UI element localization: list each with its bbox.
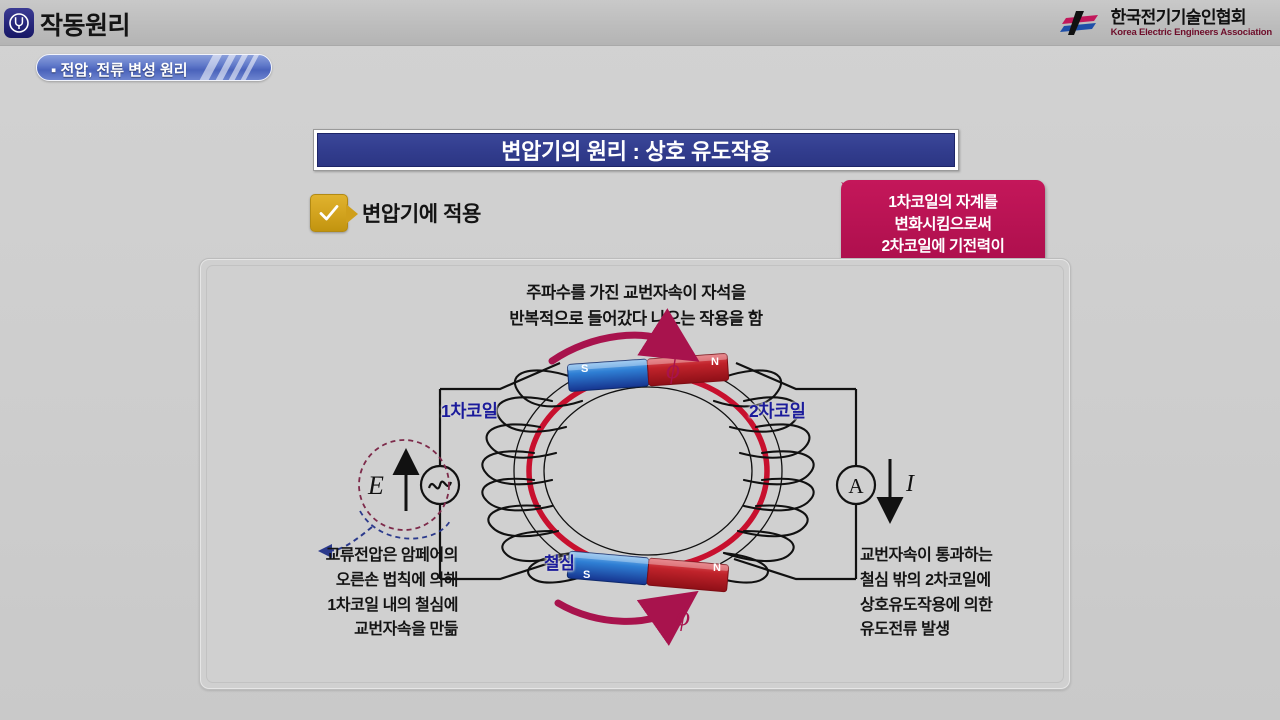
magnet-bottom-north-label: N	[713, 562, 721, 574]
caption-line: 철심 밖의 2차코일에	[860, 571, 991, 589]
label-flux-bottom: ϕ	[676, 601, 690, 631]
breadcrumb-label: ▪ 전압, 전류 변성 원리	[51, 62, 188, 79]
toroid-core-rings	[513, 360, 783, 582]
diagram-panel-inner-border	[206, 265, 1064, 683]
breadcrumb-pill: ▪ 전압, 전류 변성 원리	[36, 54, 272, 81]
kea-logo-icon	[1059, 11, 1098, 35]
callout-line: 2차코일에 기전력이	[881, 238, 1005, 255]
organization-logo: 한국전기기술인협회 Korea Electric Engineers Assoc…	[1059, 6, 1273, 40]
diagram-top-caption: 주파수를 가진 교번자속이 자석을 반복적으로 들어갔다 나오는 작용을 함	[200, 281, 1072, 332]
page-title: 작동원리	[40, 12, 131, 40]
section-title-text: 변압기의 원리 : 상호 유도작용	[501, 139, 771, 164]
caption-line: 교번자속을 만듦	[354, 621, 458, 639]
caption-line: 교번자속이 통과하는	[860, 547, 993, 564]
label-emf: E	[368, 471, 384, 500]
transformer-schematic: A	[318, 308, 904, 646]
label-current: I	[906, 471, 914, 497]
caption-right: 교번자속이 통과하는 철심 밖의 2차코일에 상호유도작용에 의한 유도전류 발…	[860, 544, 1060, 643]
caption-line: 상호유도작용에 의한	[860, 596, 993, 614]
bullet-label: 변압기에 적용	[362, 203, 481, 226]
left-caption-pointer	[318, 526, 373, 558]
section-title-bar: 변압기의 원리 : 상호 유도작용	[317, 133, 955, 167]
check-icon	[310, 194, 358, 232]
flux-ring	[526, 371, 770, 571]
caption-line: 반복적으로 들어갔다 나오는 작용을 함	[509, 309, 763, 328]
magnet-bottom-south-label: S	[583, 569, 591, 581]
plug-outlet-icon	[4, 8, 34, 38]
primary-coil-windings	[481, 369, 596, 584]
plug-outlet-glyph	[9, 13, 29, 33]
label-flux-top: ϕ	[666, 354, 680, 384]
section-title-frame: 변압기의 원리 : 상호 유도작용	[313, 129, 959, 171]
caption-line: 주파수를 가진 교번자속이 자석을	[526, 284, 746, 302]
caption-line: 유도전류 발생	[860, 621, 950, 639]
magnet-bottom	[566, 550, 730, 593]
ammeter-letter: A	[848, 474, 864, 498]
ammeter-icon: A	[835, 464, 877, 506]
flux-arrow-top	[548, 308, 700, 365]
label-primary-coil: 1차코일	[441, 401, 498, 421]
flux-arrow-bottom	[554, 590, 699, 646]
logo-korean-name: 한국전기기술인협회	[1110, 7, 1247, 27]
slide-header: 작동원리 ▪ 전압, 전류 변성 원리 한국전기기술인협회 Korea Elec…	[0, 0, 1280, 81]
magnet-top-south-label: S	[581, 363, 589, 375]
caption-line: 1차코일 내의 철심에	[327, 596, 458, 614]
ac-source-icon	[419, 464, 461, 506]
callout-line: 1차코일의 자계를	[888, 194, 998, 211]
check-glyph	[319, 205, 339, 221]
label-iron-core: 철심	[544, 554, 575, 573]
bullet-row: 변압기에 적용	[310, 194, 481, 232]
label-secondary-coil: 2차코일	[749, 401, 806, 421]
caption-left: 교류전압은 암페어의 오른손 법칙에 의해 1차코일 내의 철심에 교번자속을 …	[256, 544, 459, 643]
flux-loop-dashed	[358, 439, 451, 540]
caption-line: 교류전압은 암페어의	[325, 547, 459, 564]
caption-line: 오른손 법칙에 의해	[335, 571, 459, 589]
logo-english-name: Korea Electric Engineers Association	[1110, 26, 1273, 38]
diagram-panel: 주파수를 가진 교번자속이 자석을 반복적으로 들어갔다 나오는 작용을 함	[199, 258, 1071, 690]
magnet-top-north-label: N	[711, 356, 719, 368]
logo-text-block: 한국전기기술인협회 Korea Electric Engineers Assoc…	[1110, 7, 1273, 38]
callout-line: 변화시킴으로써	[894, 216, 992, 233]
